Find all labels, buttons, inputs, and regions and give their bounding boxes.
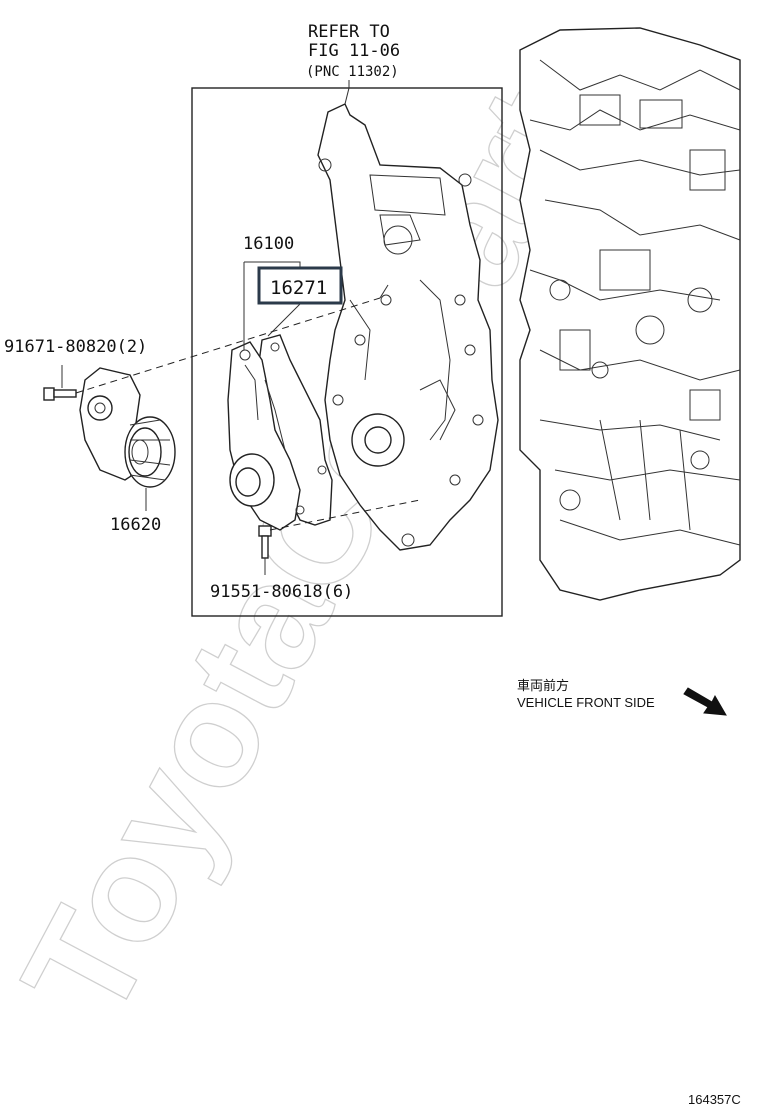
part-number-16271[interactable]: 16271 — [270, 277, 327, 299]
part-number-16100[interactable]: 16100 — [243, 234, 294, 254]
part-number-91671[interactable]: 91671-80820(2) — [4, 337, 147, 357]
leader-lines — [61, 80, 421, 575]
part-number-91551[interactable]: 91551-80618(6) — [210, 582, 353, 602]
front-direction-arrow-icon — [683, 687, 727, 716]
part-number-16271-highlight — [257, 266, 343, 305]
refer-fig-label: FIG 11-06 — [308, 41, 400, 61]
part-number-16620[interactable]: 16620 — [110, 515, 161, 535]
figure-code: 164357C — [688, 1092, 741, 1107]
engine-block-illustration — [519, 27, 741, 601]
refer-to-label: REFER TO — [308, 22, 390, 42]
bolt-91671-illustration — [43, 387, 77, 401]
timing-chain-cover-illustration — [317, 103, 499, 551]
vehicle-front-jp-label: 車両前方 — [517, 678, 569, 693]
water-pump-illustration — [227, 334, 333, 531]
refer-pnc-label: (PNC 11302) — [306, 64, 399, 80]
assembly-group-box — [191, 87, 503, 617]
belt-tensioner-illustration — [79, 367, 176, 488]
vehicle-front-label: VEHICLE FRONT SIDE — [517, 695, 655, 710]
